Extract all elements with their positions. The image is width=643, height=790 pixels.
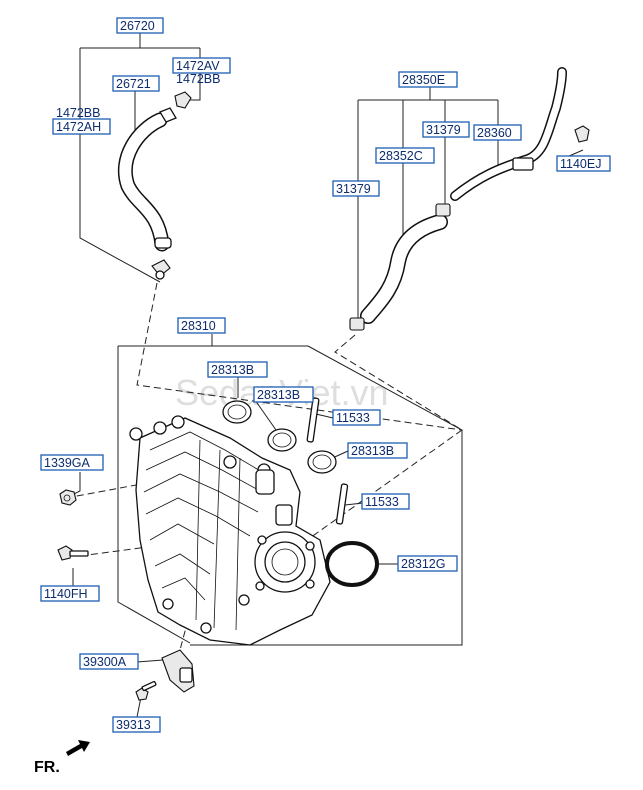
- svg-text:11533: 11533: [365, 495, 399, 509]
- part-label-1472bb-right[interactable]: 1472BB: [176, 72, 220, 86]
- svg-text:11533: 11533: [336, 411, 370, 425]
- part-label-26720[interactable]: 26720: [116, 17, 164, 34]
- part-label-39313[interactable]: 39313: [112, 716, 161, 733]
- part-label-28310[interactable]: 28310: [177, 317, 226, 334]
- studs-11533: [306, 397, 349, 525]
- svg-text:31379: 31379: [426, 123, 461, 137]
- svg-text:26720: 26720: [120, 19, 155, 33]
- svg-text:28360: 28360: [477, 126, 512, 140]
- svg-text:1472BB: 1472BB: [176, 72, 220, 86]
- svg-text:28313B: 28313B: [211, 363, 254, 377]
- bolt-1140fh: [57, 545, 89, 561]
- bolt-39313: [135, 680, 157, 701]
- part-label-31379-left[interactable]: 31379: [332, 180, 380, 197]
- part-label-28312g[interactable]: 28312G: [397, 555, 458, 572]
- leader-lines: [65, 33, 584, 718]
- svg-text:39313: 39313: [116, 718, 151, 732]
- pipe-28360: [450, 67, 590, 201]
- svg-text:1472BB: 1472BB: [56, 106, 100, 120]
- part-label-1140fh[interactable]: 1140FH: [40, 585, 100, 602]
- part-label-28350e[interactable]: 28350E: [398, 71, 458, 88]
- svg-text:31379: 31379: [336, 182, 371, 196]
- part-label-1140ej[interactable]: 1140EJ: [556, 155, 611, 172]
- nut-1339ga: [59, 489, 77, 506]
- hose-28352c: [349, 203, 451, 331]
- part-label-28352c[interactable]: 28352C: [375, 147, 435, 164]
- fr-label: FR.: [34, 759, 60, 776]
- part-label-28313b-bottom[interactable]: 28313B: [347, 442, 408, 459]
- gaskets-28313b: [222, 400, 337, 474]
- svg-text:1472AV: 1472AV: [176, 59, 220, 73]
- svg-text:39300A: 39300A: [83, 655, 127, 669]
- front-arrow-icon: [66, 740, 90, 756]
- svg-text:1140FH: 1140FH: [44, 587, 88, 601]
- part-label-1472av[interactable]: 1472AV: [172, 57, 231, 74]
- part-label-31379-top[interactable]: 31379: [422, 121, 470, 138]
- part-label-1472bb-left[interactable]: 1472BB: [56, 106, 100, 120]
- part-label-28313b-middle[interactable]: 28313B: [253, 386, 314, 403]
- svg-text:1140EJ: 1140EJ: [560, 157, 601, 171]
- svg-text:28310: 28310: [181, 319, 216, 333]
- svg-text:28352C: 28352C: [379, 149, 423, 163]
- part-label-26721[interactable]: 26721: [112, 75, 160, 92]
- part-label-11533-top[interactable]: 11533: [332, 409, 381, 426]
- part-label-28360[interactable]: 28360: [473, 124, 522, 141]
- part-label-39300a[interactable]: 39300A: [79, 653, 139, 670]
- part-label-1339ga[interactable]: 1339GA: [40, 454, 104, 471]
- svg-text:1339GA: 1339GA: [44, 456, 91, 470]
- sensor-39300a: [161, 649, 195, 693]
- front-direction-indicator: FR.: [34, 740, 90, 776]
- gasket-28312g: [325, 541, 379, 587]
- intake-manifold-28310: [129, 415, 331, 646]
- svg-text:28312G: 28312G: [401, 557, 445, 571]
- svg-text:28313B: 28313B: [351, 444, 394, 458]
- part-label-1472ah[interactable]: 1472AH: [52, 118, 111, 135]
- hose-26721: [117, 91, 192, 280]
- svg-text:1472AH: 1472AH: [56, 120, 101, 134]
- part-label-28313b-top[interactable]: 28313B: [207, 361, 268, 378]
- svg-text:26721: 26721: [116, 77, 151, 91]
- svg-text:28313B: 28313B: [257, 388, 300, 402]
- part-label-11533-bottom[interactable]: 11533: [361, 493, 410, 510]
- svg-text:28350E: 28350E: [402, 73, 445, 87]
